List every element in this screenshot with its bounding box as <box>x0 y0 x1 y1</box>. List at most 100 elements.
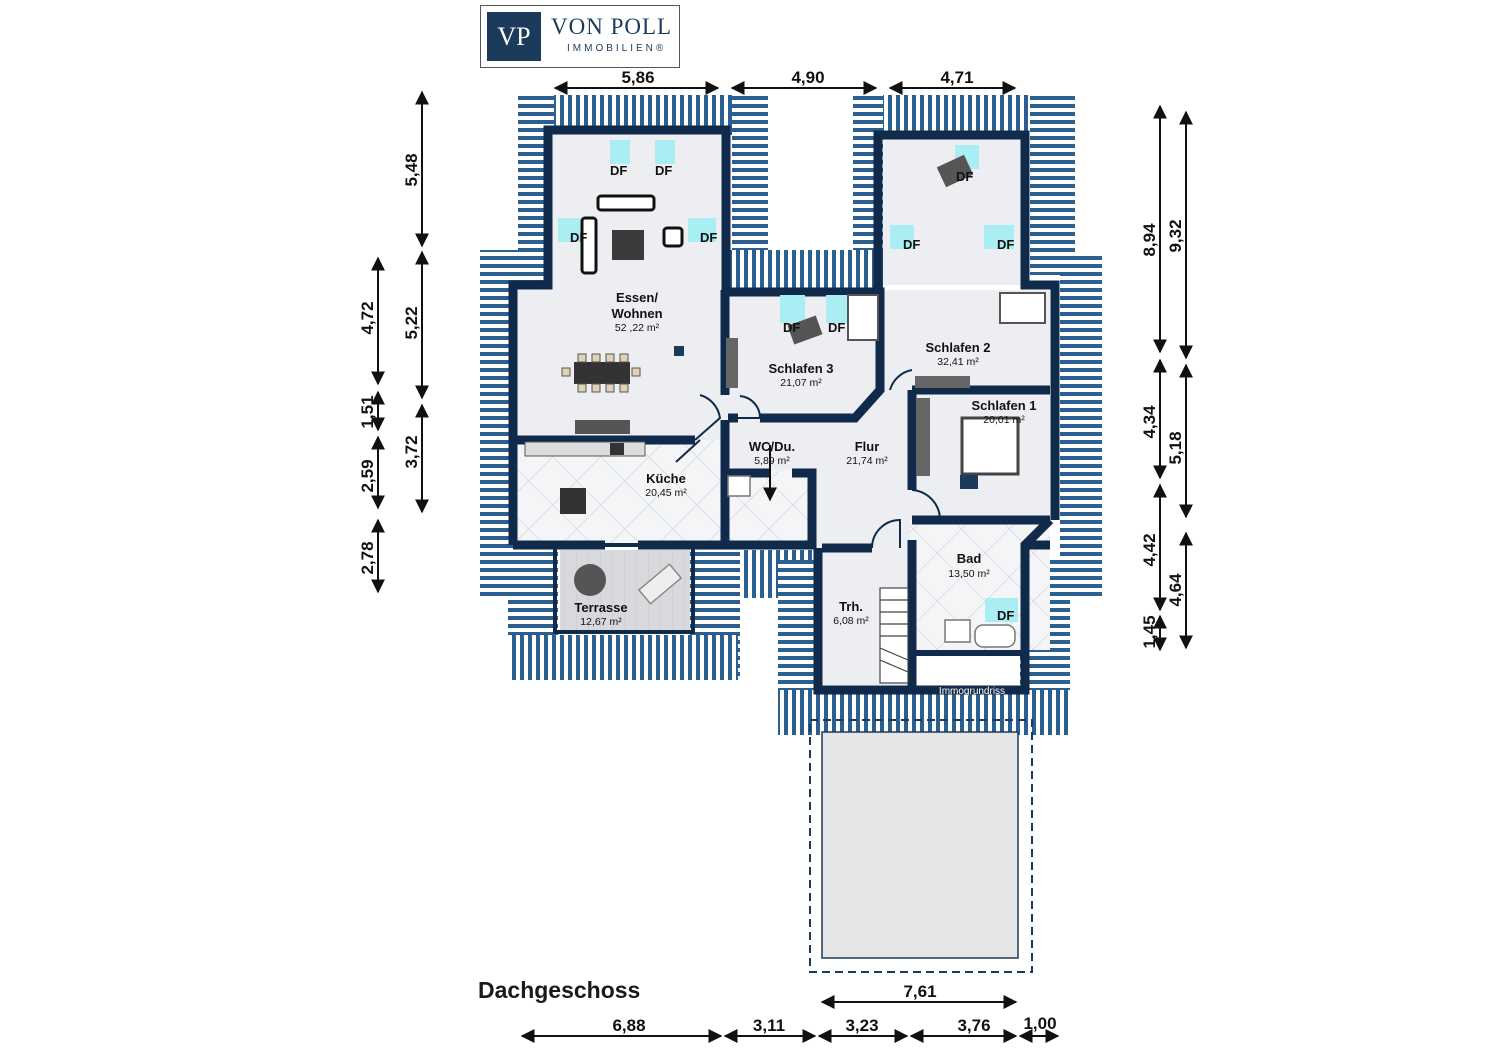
bad-shelf-wall <box>914 650 1022 656</box>
dim-top-2: 4,90 <box>791 68 824 87</box>
wc-shower <box>727 475 751 497</box>
roof-windows <box>558 140 1018 622</box>
dim-right-outer-3: 4,64 <box>1166 573 1185 607</box>
dim-right-inner-4: 1,45 <box>1140 615 1159 648</box>
room-name-schlafen1: Schlafen 1 <box>971 398 1036 413</box>
dim-top-1: 5,86 <box>621 68 654 87</box>
staircase <box>879 587 909 684</box>
logo-subtitle: IMMOBILIEN® <box>567 43 667 54</box>
room-name-flur: Flur <box>855 439 880 454</box>
room-name-trh: Trh. <box>839 599 863 614</box>
terrasse-outline <box>553 543 695 634</box>
sideboard <box>575 420 630 434</box>
room-name-wc: WC/Du. <box>749 439 795 454</box>
dim-left-outer-3: 3,72 <box>402 435 421 468</box>
dim-right-inner-3: 4,42 <box>1140 533 1159 566</box>
sofa-top <box>596 194 656 212</box>
coffee-table <box>612 230 644 260</box>
bathtub <box>974 624 1016 648</box>
kitchen-table <box>560 488 586 514</box>
bed-s2 <box>999 292 1046 324</box>
room-name-schlafen3: Schlafen 3 <box>768 361 833 376</box>
room-area-wc: 5,89 m² <box>754 455 790 467</box>
df-label: DF <box>610 163 627 178</box>
dim-right-outer-1: 9,32 <box>1166 219 1185 252</box>
dim-right-inner-2: 4,34 <box>1140 405 1159 439</box>
desk-s3 <box>787 315 823 345</box>
df-label: DF <box>655 163 672 178</box>
df-label: DF <box>903 237 920 252</box>
room-name-kueche: Küche <box>646 471 686 486</box>
dim-left-inner-4: 2,78 <box>358 541 377 574</box>
dimension-labels: 5,86 4,90 4,71 6,88 3,11 3,23 3,76 1,00 … <box>358 68 1185 1035</box>
room-name-schlafen2: Schlafen 2 <box>925 340 990 355</box>
df-label: DF <box>700 230 717 245</box>
furniture <box>524 154 1046 684</box>
floor-label: Dachgeschoss <box>478 977 641 1003</box>
bed-s1 <box>960 416 1020 476</box>
sofa-left <box>580 216 598 275</box>
dim-left-inner-1: 4,72 <box>358 301 377 334</box>
logo-monogram: VP <box>487 12 541 61</box>
room-area-schlafen1: 20,01 m² <box>983 414 1025 426</box>
walls <box>508 125 1060 695</box>
wardrobe-s3 <box>726 338 738 388</box>
dim-bottom-upper: 7,61 <box>903 982 936 1001</box>
df-labels: DF DF DF DF DF DF DF DF DF DF <box>570 163 1014 623</box>
dim-bottom-1: 6,88 <box>612 1016 645 1035</box>
door-swings <box>675 369 942 549</box>
wardrobe-s2 <box>915 376 970 388</box>
dim-left-inner-3: 2,59 <box>358 459 377 492</box>
df-label: DF <box>828 320 845 335</box>
room-area-schlafen3: 21,07 m² <box>780 377 822 389</box>
dim-bottom-4: 3,76 <box>957 1016 990 1035</box>
armchair <box>662 226 684 248</box>
room-name-essen-line2: Wohnen <box>611 306 662 321</box>
kitchen-counter <box>524 441 646 457</box>
dim-bottom-5: 1,00 <box>1023 1014 1056 1033</box>
df-label: DF <box>956 169 973 184</box>
carport-area <box>821 731 1019 959</box>
carport-outline <box>809 719 1033 973</box>
room-area-schlafen2: 32,41 m² <box>937 356 979 368</box>
roof-eaves <box>480 95 1102 735</box>
dim-left-inner-2: 1,51 <box>358 395 377 428</box>
dim-right-outer-2: 5,18 <box>1166 431 1185 464</box>
stove <box>674 346 684 356</box>
dim-left-outer-1: 5,48 <box>402 153 421 186</box>
df-label: DF <box>783 320 800 335</box>
dining-chairs <box>561 353 641 393</box>
von-poll-logo: VP VON POLL IMMOBILIEN® <box>480 5 680 68</box>
desk-s2 <box>936 154 974 188</box>
dim-bottom-2: 3,11 <box>753 1016 785 1035</box>
dining-table <box>574 362 630 384</box>
nightstand <box>960 475 978 489</box>
wardrobe-s1 <box>916 398 930 476</box>
dim-right-inner-1: 8,94 <box>1140 223 1159 257</box>
room-name-terrasse: Terrasse <box>574 600 627 615</box>
df-label: DF <box>997 608 1014 623</box>
dimension-lines <box>371 81 1193 1043</box>
cooktop <box>610 443 624 455</box>
df-label: DF <box>997 237 1014 252</box>
df-label: DF <box>570 230 587 245</box>
room-area-terrasse: 12,67 m² <box>580 616 622 628</box>
dim-left-outer-2: 5,22 <box>402 306 421 339</box>
room-area-essen: 52 ,22 m² <box>615 322 660 334</box>
room-area-bad: 13,50 m² <box>948 568 990 580</box>
logo-brand: VON POLL <box>551 14 673 39</box>
watermark-text: Immogrundriss <box>939 686 1005 697</box>
room-name-essen-line1: Essen/ <box>616 290 658 305</box>
room-area-trh: 6,08 m² <box>833 615 869 627</box>
bed-s3 <box>847 294 879 341</box>
room-labels: Essen/ Wohnen 52 ,22 m² Schlafen 3 21,07… <box>574 290 1036 697</box>
terrasse-table <box>574 564 606 596</box>
lounger <box>637 563 683 605</box>
bad-sink <box>944 619 971 643</box>
dim-top-3: 4,71 <box>940 68 973 87</box>
room-area-kueche: 20,45 m² <box>645 487 687 499</box>
room-area-flur: 21,74 m² <box>846 455 888 467</box>
dim-bottom-3: 3,23 <box>845 1016 878 1035</box>
room-name-bad: Bad <box>957 551 982 566</box>
